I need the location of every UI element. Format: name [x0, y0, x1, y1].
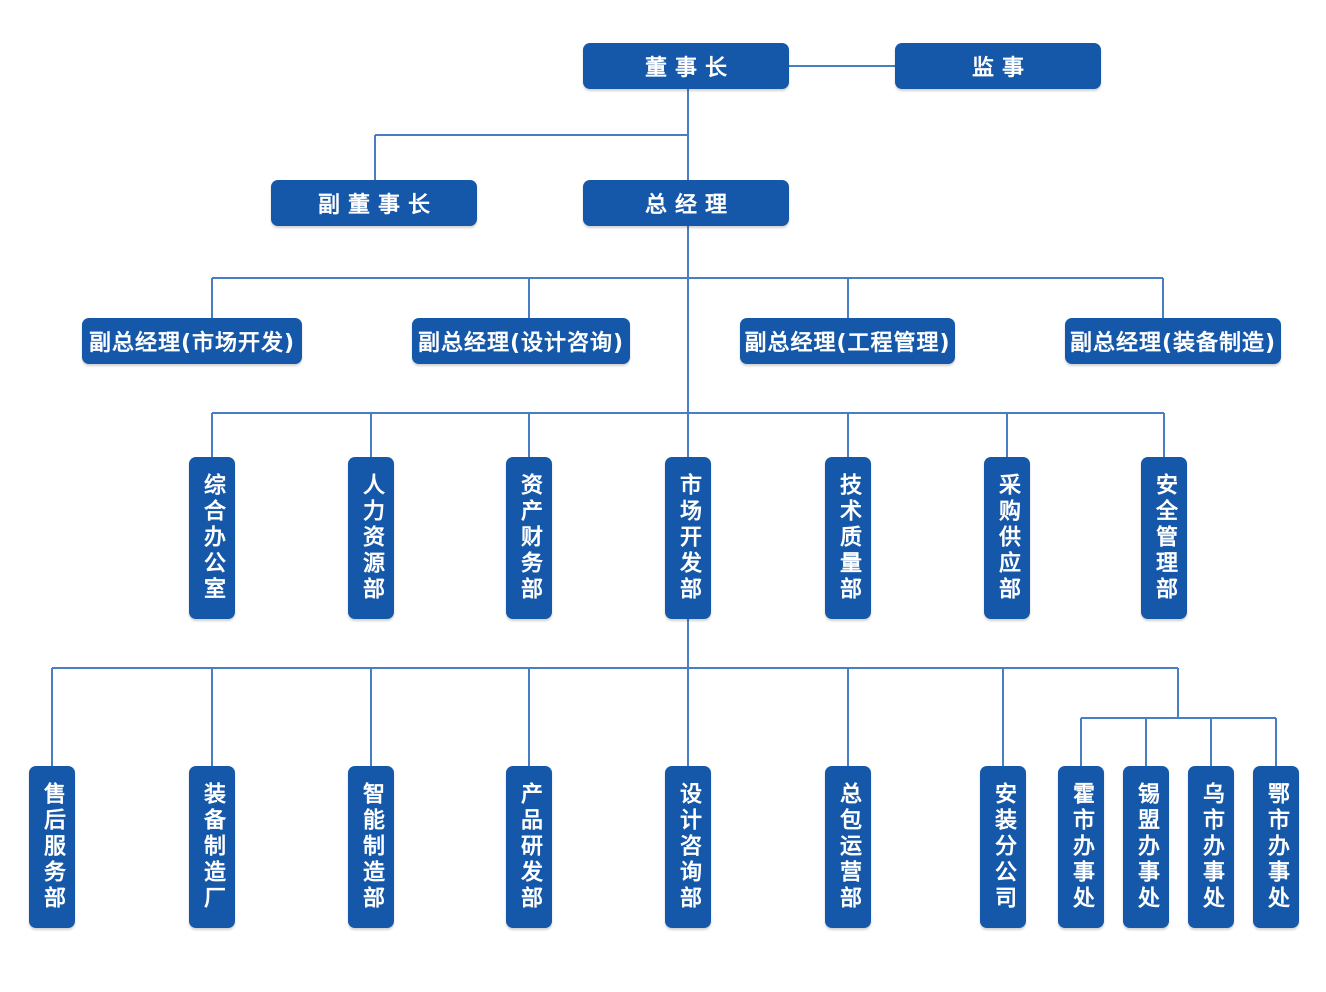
node-deputy-gm-design: 副总经理(设计咨询)	[412, 318, 630, 364]
node-unit-equipment-factory: 装备制造厂	[189, 766, 235, 928]
node-unit-smart-manufacturing: 智能制造部	[348, 766, 394, 928]
node-general-manager: 总经理	[583, 180, 789, 226]
node-deputy-gm-market: 副总经理(市场开发)	[82, 318, 302, 364]
node-chairman: 董事长	[583, 43, 789, 89]
node-unit-epc-operations: 总包运营部	[825, 766, 871, 928]
node-vice-chairman: 副董事长	[271, 180, 477, 226]
node-office-ximeng: 锡盟办事处	[1123, 766, 1169, 928]
node-deputy-gm-equipment: 副总经理(装备制造)	[1065, 318, 1281, 364]
node-dept-market-dev: 市场开发部	[665, 457, 711, 619]
node-dept-general-office: 综合办公室	[189, 457, 235, 619]
node-office-wu: 乌市办事处	[1188, 766, 1234, 928]
node-unit-installation-branch: 安装分公司	[980, 766, 1026, 928]
node-dept-finance: 资产财务部	[506, 457, 552, 619]
node-unit-product-rd: 产品研发部	[506, 766, 552, 928]
node-office-huo: 霍市办事处	[1058, 766, 1104, 928]
node-deputy-gm-engineering: 副总经理(工程管理)	[740, 318, 955, 364]
node-supervisor: 监事	[895, 43, 1101, 89]
node-dept-safety: 安全管理部	[1141, 457, 1187, 619]
node-unit-design-consulting: 设计咨询部	[665, 766, 711, 928]
node-unit-after-sales: 售后服务部	[29, 766, 75, 928]
node-dept-tech-quality: 技术质量部	[825, 457, 871, 619]
node-dept-procurement: 采购供应部	[984, 457, 1030, 619]
node-office-e: 鄂市办事处	[1253, 766, 1299, 928]
node-dept-hr: 人力资源部	[348, 457, 394, 619]
